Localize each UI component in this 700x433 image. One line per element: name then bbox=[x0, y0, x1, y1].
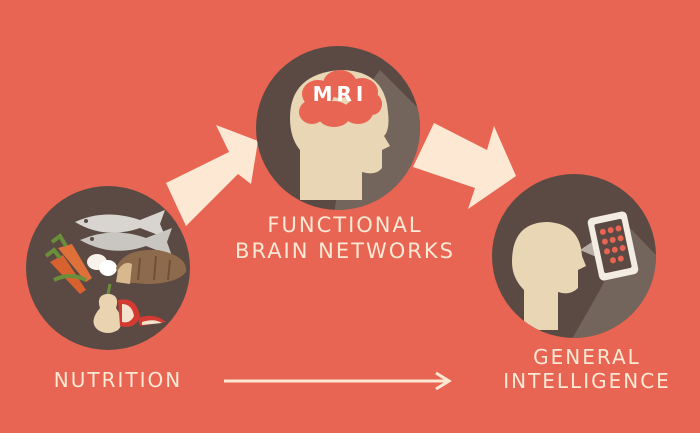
functional-brain-networks-label: FUNCTIONAL BRAIN NETWORKS bbox=[205, 213, 485, 264]
screen-icon bbox=[587, 211, 639, 281]
nutrition-text: NUTRITION bbox=[53, 368, 183, 392]
nutrition-icon bbox=[26, 186, 190, 350]
apple-icon bbox=[118, 299, 166, 327]
fish-icon bbox=[80, 228, 172, 256]
bottom-arrow bbox=[224, 371, 452, 391]
mri-brain-head-icon: MRI bbox=[256, 46, 420, 210]
head-viewing-screen-icon bbox=[492, 174, 656, 338]
head-silhouette bbox=[512, 222, 586, 330]
nutrition-label: NUTRITION bbox=[28, 368, 208, 392]
arrow-up-right bbox=[166, 125, 258, 226]
pear-icon bbox=[93, 283, 122, 333]
arrow-down-right bbox=[413, 123, 516, 209]
mri-text: MRI bbox=[313, 82, 368, 106]
egg-icon bbox=[99, 260, 117, 276]
bread-icon bbox=[116, 249, 187, 284]
brain-label-line2: BRAIN NETWORKS bbox=[235, 238, 455, 263]
brain-icon bbox=[299, 70, 382, 127]
intel-label-line2: INTELLIGENCE bbox=[503, 369, 671, 394]
brain-label-line1: FUNCTIONAL bbox=[267, 213, 423, 237]
general-intelligence-label: GENERAL INTELLIGENCE bbox=[478, 345, 696, 394]
fish-icon bbox=[75, 210, 166, 238]
intel-label-line1: GENERAL bbox=[533, 345, 641, 369]
carrot-icon bbox=[44, 233, 92, 294]
